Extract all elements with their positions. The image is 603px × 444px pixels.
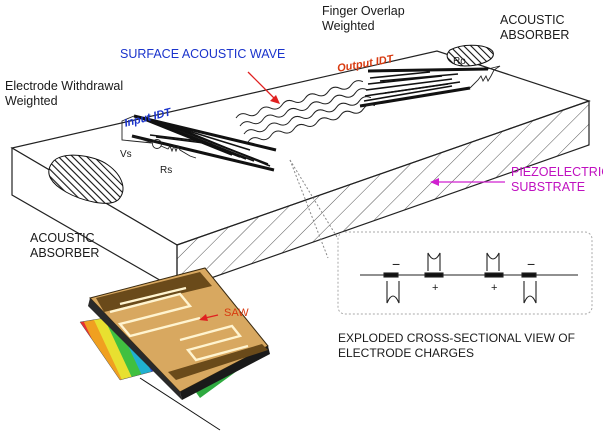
electrode-withdrawal-label: Electrode Withdrawal Weighted xyxy=(5,79,124,108)
saw-arrow-small xyxy=(199,314,219,321)
acoustic-absorber-left-label: ACOUSTIC ABSORBER xyxy=(30,231,100,260)
surface-acoustic-wave xyxy=(235,80,376,143)
saw-label: SAW xyxy=(224,307,249,319)
input-idt xyxy=(131,114,277,172)
surface-acoustic-wave-label: SURFACE ACOUSTIC WAVE xyxy=(120,47,286,61)
piezoelectric-substrate xyxy=(10,50,591,292)
cross-section-inset xyxy=(337,231,593,315)
ro-label: Ro xyxy=(453,56,466,67)
saw-arrow xyxy=(247,71,280,104)
callout-lines xyxy=(289,159,341,259)
cross-section-drawing xyxy=(360,252,578,304)
vs-label: Vs xyxy=(120,149,132,160)
acoustic-absorber-top-label: ACOUSTIC ABSORBER xyxy=(500,13,570,42)
voltage-source-icon xyxy=(152,139,162,149)
saw-chip-image xyxy=(79,267,270,431)
output-load xyxy=(469,65,501,89)
substrate-arrow xyxy=(430,178,505,186)
piezoelectric-substrate-label: PIEZOELECTRIC SUBSTRATE xyxy=(511,165,603,194)
charge-minus-2: − xyxy=(527,256,536,272)
acoustic-absorber-left-region xyxy=(48,154,124,204)
rs-label: Rs xyxy=(160,165,173,176)
acoustic-absorber-right-region xyxy=(446,44,494,67)
charge-minus-1: − xyxy=(392,256,401,272)
output-idt xyxy=(359,67,489,108)
finger-overlap-label: Finger Overlap Weighted xyxy=(322,4,405,33)
charge-plus-2: + xyxy=(491,282,498,294)
input-circuit xyxy=(121,115,197,159)
exploded-view-caption: EXPLODED CROSS-SECTIONAL VIEW OF ELECTRO… xyxy=(338,331,575,360)
charge-plus-1: + xyxy=(432,282,439,294)
